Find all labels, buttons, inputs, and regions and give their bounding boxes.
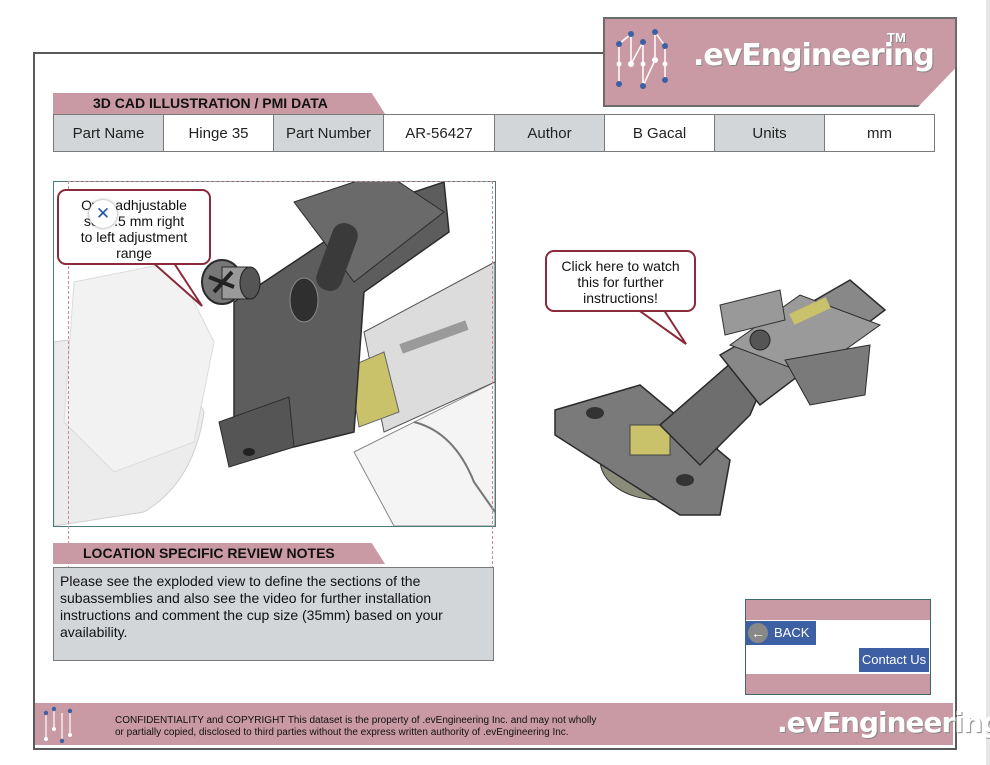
circuit-logo-icon xyxy=(616,29,668,89)
part-name-label: Part Name xyxy=(54,115,164,151)
notes-section-title: LOCATION SPECIFIC REVIEW NOTES xyxy=(83,545,335,561)
nav-bottom-stripe xyxy=(746,674,930,694)
callout-right-line1: Click here to watch xyxy=(561,258,680,274)
confidentiality-line2: or partially copied, disclosed to third … xyxy=(115,727,569,738)
part-name-value: Hinge 35 xyxy=(164,115,274,151)
screw-adjustment-callout: Over adhjustable scre .5 mm right to lef… xyxy=(57,189,211,265)
callout-left-line3: to left adjustment xyxy=(80,229,188,245)
callout-left-line4: range xyxy=(116,245,152,261)
video-instructions-callout[interactable]: Click here to watch this for further ins… xyxy=(545,250,696,312)
header-logo-banner xyxy=(603,17,957,107)
assembled-hinge-image[interactable] xyxy=(550,265,890,525)
author-value: B Gacal xyxy=(605,115,715,151)
part-number-label: Part Number xyxy=(274,115,384,151)
exploded-view-image[interactable] xyxy=(53,181,496,527)
navigation-panel: ← BACK Contact Us xyxy=(745,599,931,695)
contact-us-button[interactable]: Contact Us xyxy=(859,648,929,672)
callout-left-line1: Over adhjustable xyxy=(81,197,187,213)
header-logo-text: .evEngineering xyxy=(693,38,935,73)
cad-section-title: 3D CAD ILLUSTRATION / PMI DATA xyxy=(93,95,328,111)
units-value: mm xyxy=(825,115,934,151)
right-callout-pointer xyxy=(629,303,687,345)
trademark-mark: TM xyxy=(887,30,906,45)
part-number-value: AR-56427 xyxy=(384,115,495,151)
units-label: Units xyxy=(715,115,825,151)
confidentiality-line1: CONFIDENTIALITY and COPYRIGHT This datas… xyxy=(115,715,597,726)
part-info-table: Part Name Hinge 35 Part Number AR-56427 … xyxy=(53,114,935,152)
back-button[interactable]: ← BACK xyxy=(746,621,816,645)
page-edge xyxy=(986,0,990,765)
contact-us-label: Contact Us xyxy=(861,652,927,667)
back-button-label: BACK xyxy=(774,625,810,640)
callout-right-line2: this for further xyxy=(577,274,664,290)
notes-section-title-tab: LOCATION SPECIFIC REVIEW NOTES xyxy=(53,543,385,564)
footer-bar: CONFIDENTIALITY and COPYRIGHT This datas… xyxy=(35,703,990,745)
review-notes-text: Please see the exploded view to define t… xyxy=(53,567,494,661)
hinge-exploded-illustration xyxy=(54,182,495,526)
nav-top-stripe xyxy=(746,600,930,620)
cad-section-title-tab: 3D CAD ILLUSTRATION / PMI DATA xyxy=(53,93,385,114)
adjustment-screw xyxy=(201,259,261,305)
left-callout-pointer xyxy=(149,259,203,307)
callout-right-line3: instructions! xyxy=(583,290,658,306)
close-icon[interactable]: ✕ xyxy=(89,200,117,228)
back-arrow-icon: ← xyxy=(748,623,768,643)
footer-logo-text: .evEngineering xyxy=(777,706,990,739)
callout-left-line2: scre .5 mm right xyxy=(83,213,185,229)
footer-circuit-icon xyxy=(43,706,73,744)
confidentiality-notice: CONFIDENTIALITY and COPYRIGHT This datas… xyxy=(115,715,715,739)
author-label: Author xyxy=(495,115,605,151)
